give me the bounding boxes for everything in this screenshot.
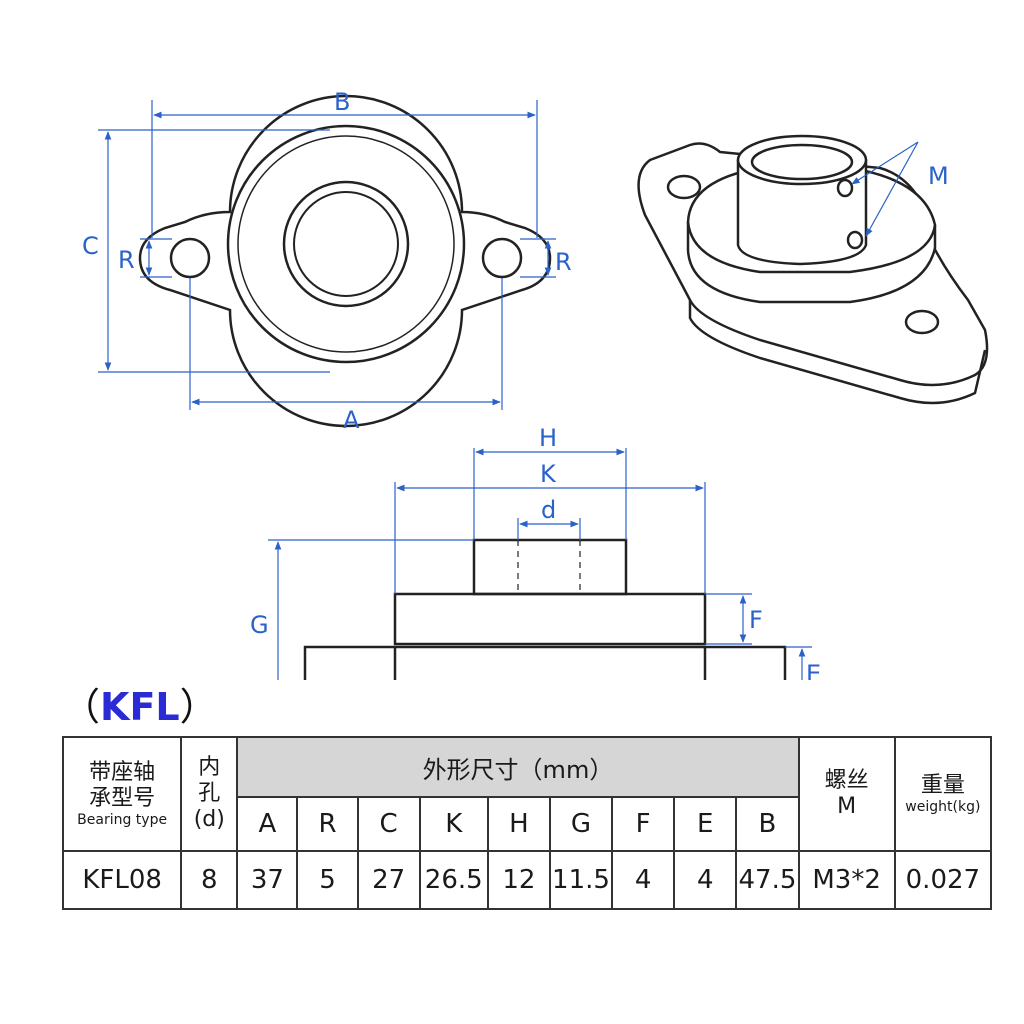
- dim-header-C: C: [356, 796, 421, 852]
- header-screw-en: M: [837, 794, 857, 819]
- cell-weight: 0.027: [893, 850, 993, 910]
- housing-inner-circle: [237, 135, 455, 353]
- iso-base-side: [688, 300, 987, 405]
- dim-header-G: G: [548, 796, 614, 852]
- spec-table: 带座轴 承型号 Bearing type 内 孔 (d) 外形尺寸（mm） 螺丝…: [61, 736, 993, 910]
- header-type-en: Bearing type: [77, 812, 168, 828]
- side-view-dimensions: [268, 448, 812, 680]
- header-screw: 螺丝 M: [797, 736, 896, 852]
- iso-collar: [736, 158, 868, 266]
- iso-collar-bore: [750, 143, 854, 181]
- iso-right-hole: [904, 309, 940, 335]
- cell-type: KFL08: [61, 850, 183, 910]
- iso-housing-top: [686, 221, 937, 274]
- iso-set-screw-1: [836, 178, 854, 198]
- dim-header-R: R: [296, 796, 359, 852]
- header-screw-cn: 螺丝: [824, 768, 869, 793]
- cell-K: 26.5: [418, 850, 489, 910]
- bearing-outer-ring: [282, 180, 410, 308]
- title-open-paren: （: [62, 685, 101, 729]
- iso-set-screw-2: [846, 230, 864, 250]
- header-weight: 重量 weight(kg): [893, 736, 993, 852]
- model-name: KFL: [100, 685, 180, 729]
- cell-A: 37: [236, 850, 299, 910]
- side-housing: [393, 592, 707, 646]
- cell-C: 27: [356, 850, 421, 910]
- header-type-cn-1: 带座轴: [89, 760, 156, 785]
- top-view-dimensions: [98, 100, 556, 410]
- iso-dimensions: [851, 141, 919, 237]
- model-title: （KFL）: [62, 676, 218, 731]
- header-bore-cn-2: 孔: [198, 781, 221, 806]
- header-bore-en: (d): [193, 807, 225, 832]
- label-E: E: [806, 660, 821, 680]
- housing-outer-circle: [226, 124, 466, 364]
- bearing-inner-ring: [293, 191, 399, 297]
- cell-B: 47.5: [735, 850, 800, 910]
- side-collar: [472, 538, 628, 596]
- side-base: [303, 645, 787, 680]
- header-bearing-type: 带座轴 承型号 Bearing type: [61, 736, 183, 852]
- label-B: B: [334, 88, 350, 116]
- dim-header-F: F: [611, 796, 676, 852]
- header-weight-cn: 重量: [920, 773, 965, 798]
- cell-bore: 8: [180, 850, 239, 910]
- table-dim-header-row: A R C K H G F E B: [63, 796, 991, 852]
- isometric-view: [637, 134, 989, 405]
- technical-drawing: B C R R A M: [82, 88, 989, 680]
- table-row: KFL08 8 37 5 27 26.5 12 11.5 4 4 47.5 M3…: [61, 850, 993, 910]
- label-C: C: [82, 232, 99, 260]
- title-close-paren: ）: [179, 685, 218, 729]
- dim-header-H: H: [486, 796, 551, 852]
- cell-screw: M3*2: [797, 850, 896, 910]
- dim-header-E: E: [673, 796, 738, 852]
- flange-outline: [138, 94, 552, 428]
- right-mount-hole: [481, 237, 523, 279]
- dim-header-A: A: [236, 796, 299, 852]
- label-A: A: [343, 406, 360, 434]
- iso-left-hole: [666, 174, 702, 200]
- dim-header-K: K: [418, 796, 489, 852]
- label-R-right: R: [555, 248, 572, 276]
- label-M: M: [928, 162, 949, 190]
- cell-F: 4: [611, 850, 676, 910]
- left-mount-hole: [169, 237, 211, 279]
- cell-G: 11.5: [548, 850, 614, 910]
- label-G: G: [250, 611, 269, 639]
- header-type-cn-2: 承型号: [89, 786, 156, 811]
- cell-E: 4: [673, 850, 738, 910]
- header-bore-cn-1: 内: [198, 755, 221, 780]
- label-d: d: [541, 496, 556, 524]
- table-header-row: 带座轴 承型号 Bearing type 内 孔 (d) 外形尺寸（mm） 螺丝…: [61, 736, 993, 852]
- top-view: [138, 94, 552, 428]
- header-weight-en: weight(kg): [905, 799, 981, 815]
- header-bore: 内 孔 (d): [180, 736, 239, 852]
- header-dimensions: 外形尺寸（mm）: [236, 736, 800, 798]
- label-K: K: [540, 460, 557, 488]
- label-H: H: [539, 424, 557, 452]
- label-R-left: R: [118, 246, 135, 274]
- cell-R: 5: [296, 850, 359, 910]
- cell-H: 12: [486, 850, 551, 910]
- dim-header-B: B: [735, 796, 800, 852]
- label-F: F: [749, 606, 763, 634]
- side-view: [303, 538, 787, 680]
